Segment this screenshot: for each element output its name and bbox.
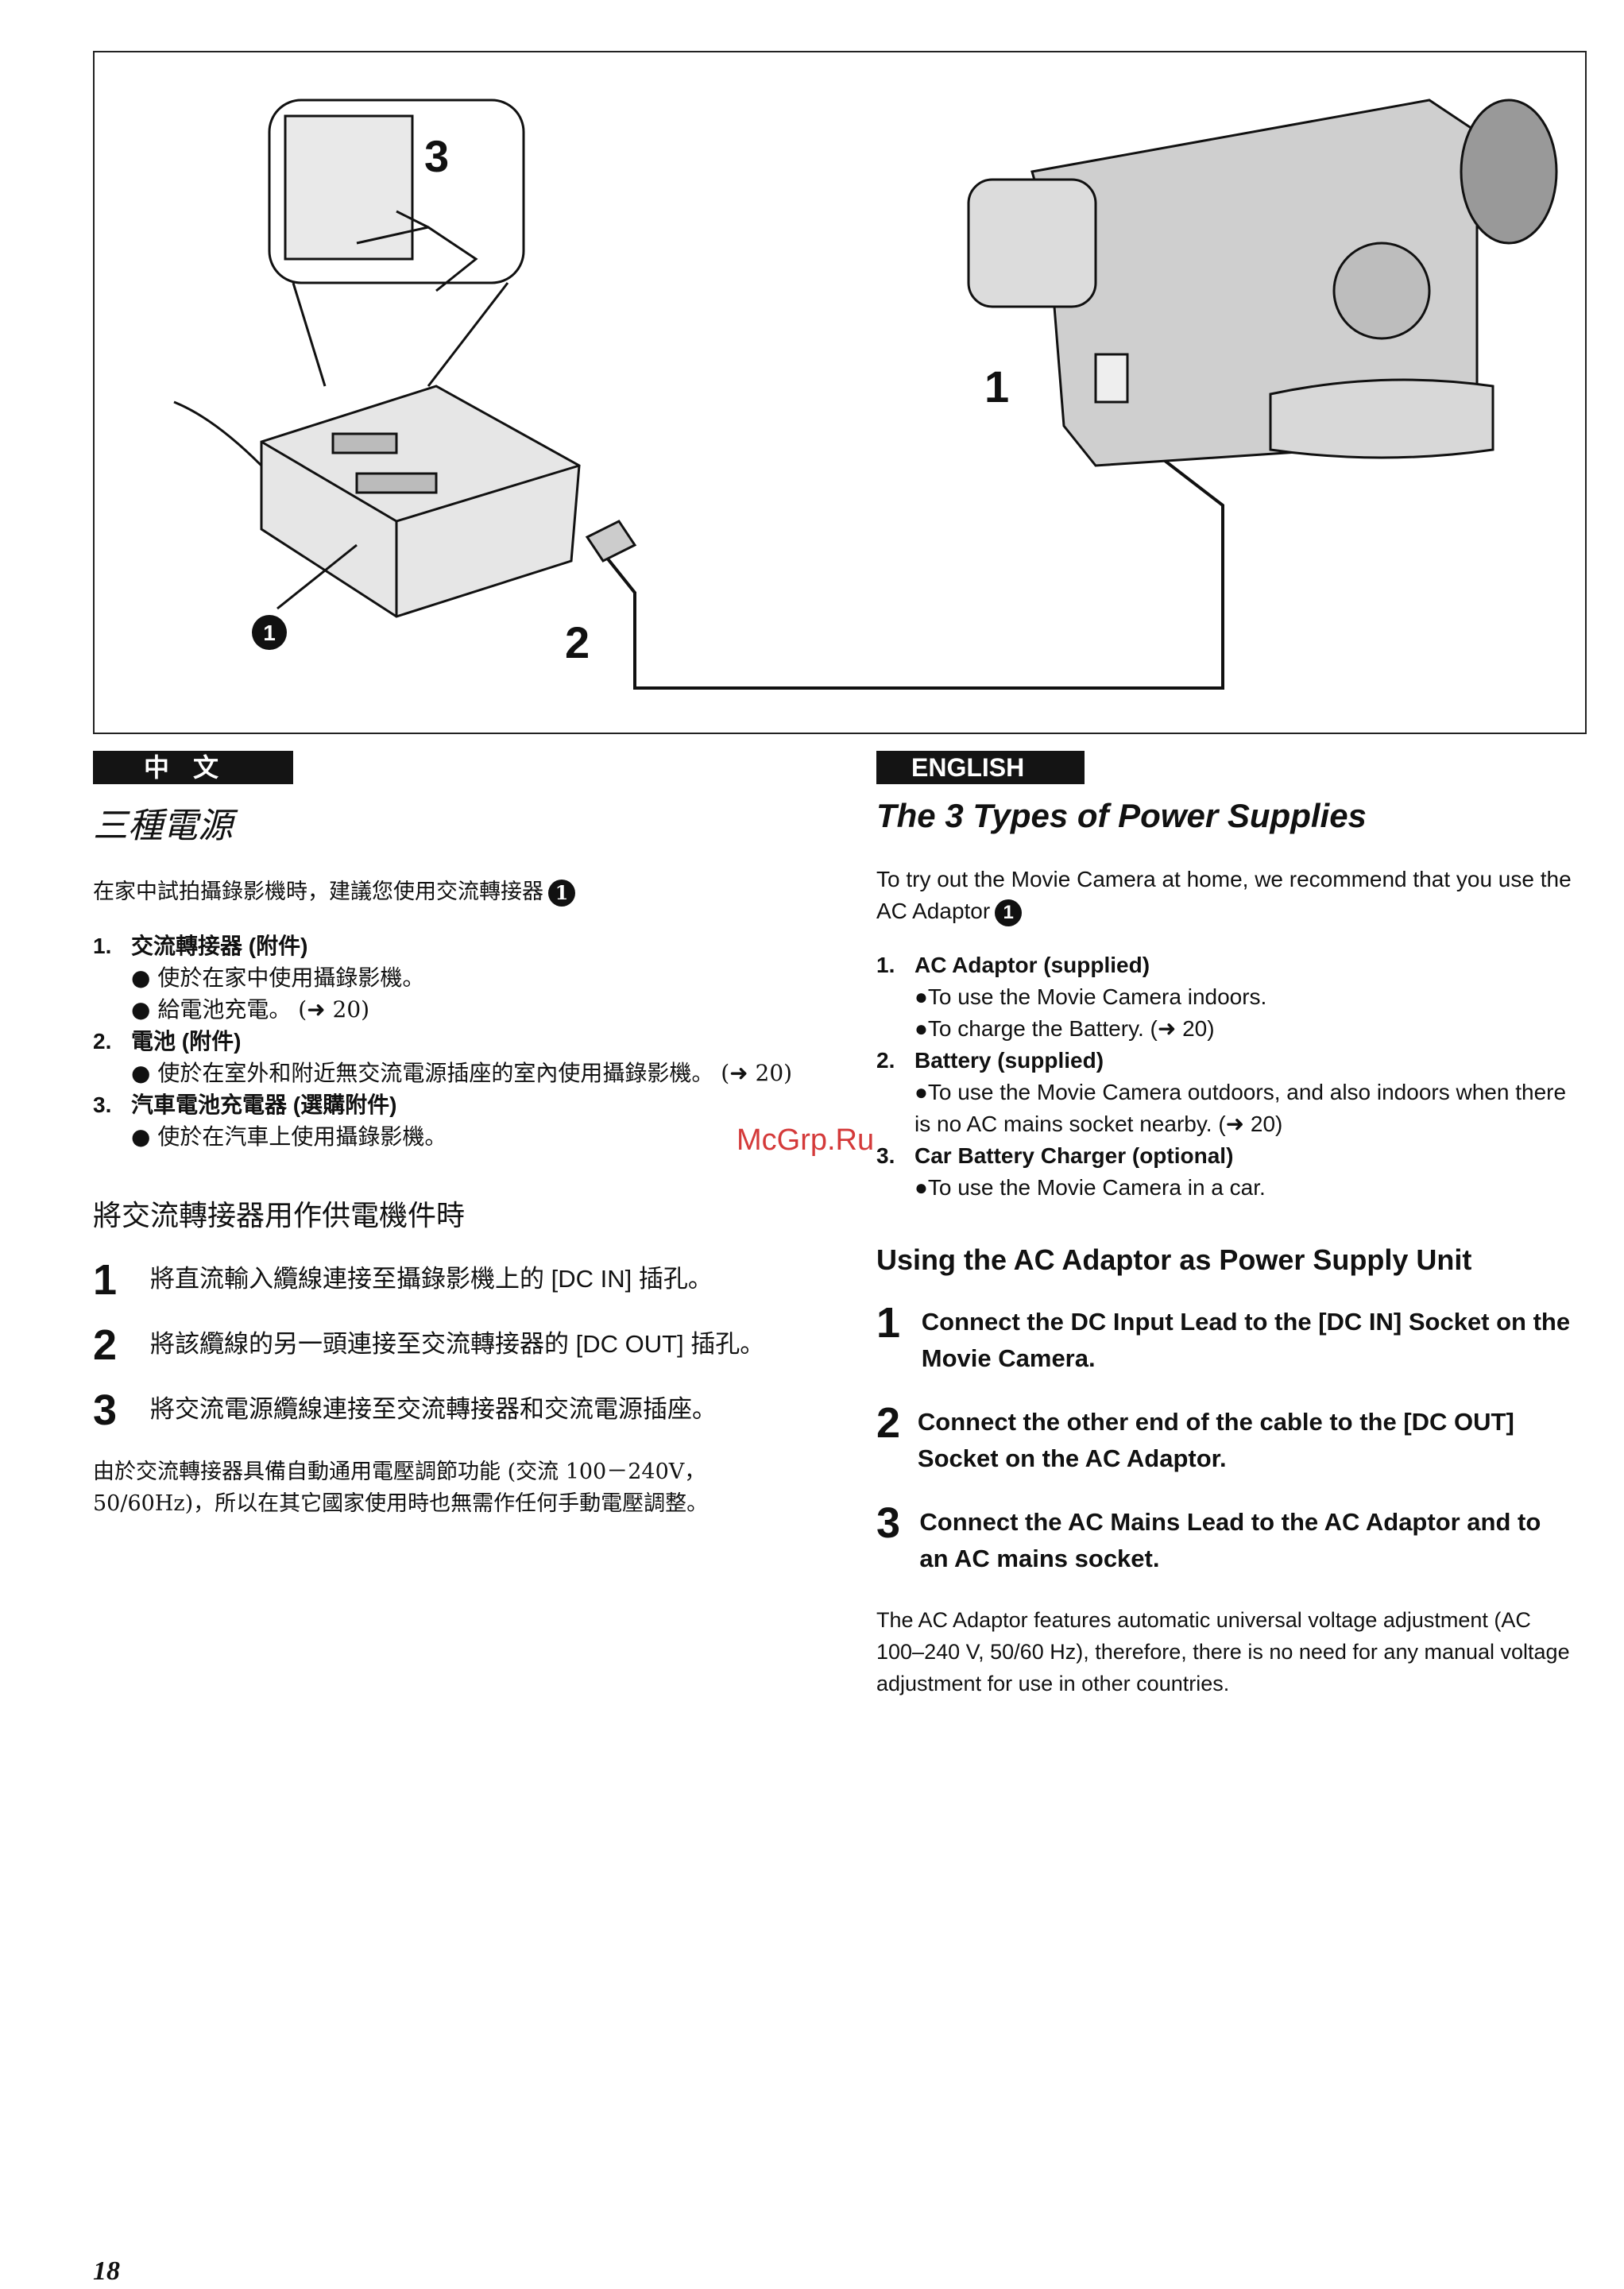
svg-text:1: 1 — [263, 621, 276, 645]
camera-adaptor-illustration: 3 1 2 1 — [173, 99, 1558, 690]
list-item: 2.Battery (supplied) ●To use the Movie C… — [876, 1048, 1567, 1136]
english-intro: To try out the Movie Camera at home, we … — [876, 864, 1576, 927]
movie-camera-drawing — [967, 99, 1558, 467]
adaptor-ref-marker: 1 — [995, 899, 1023, 926]
list-item: 1.交流轉接器 (附件) ● 使於在家中使用攝錄影機。 ● 給電池充電。 (➜ … — [93, 934, 425, 1023]
list-item: 3.Car Battery Charger (optional) ●To use… — [876, 1143, 1266, 1200]
chinese-subhead: 將交流轉接器用作供電機件時 — [93, 1199, 466, 1231]
inset-plug-closeup — [268, 99, 525, 387]
chinese-power-list: 1.交流轉接器 (附件) ● 使於在家中使用攝錄影機。 ● 給電池充電。 (➜ … — [93, 930, 808, 1153]
english-voltage-note: The AC Adaptor features automatic univer… — [876, 1608, 1570, 1695]
page-number: 18 — [93, 2256, 120, 2286]
callout-adaptor-marker: 1 — [252, 543, 358, 650]
language-tag-english: ENGLISH — [876, 751, 1085, 784]
english-power-list: 1.AC Adaptor (supplied) ●To use the Movi… — [876, 949, 1576, 1204]
list-item: 2.電池 (附件) ● 使於在室外和附近無交流電源插座的室內使用攝錄影機。 (➜… — [93, 1029, 793, 1086]
callout-3: 3 — [424, 131, 449, 181]
callout-2: 2 — [565, 617, 590, 667]
list-item: 3.汽車電池充電器 (選購附件) ● 使於在汽車上使用攝錄影機。 — [93, 1092, 447, 1150]
english-column: ENGLISH The 3 Types of Power Supplies To… — [876, 751, 1576, 1699]
chinese-title: 三種電源 — [93, 806, 233, 846]
english-title: The 3 Types of Power Supplies — [876, 797, 1367, 834]
ac-adaptor-drawing — [173, 385, 1224, 690]
illustration-frame: 3 1 2 1 — [93, 51, 1587, 734]
language-tag-chinese: 中文 — [93, 751, 293, 784]
callout-1: 1 — [984, 362, 1009, 412]
english-subhead: Using the AC Adaptor as Power Supply Uni… — [876, 1243, 1472, 1276]
watermark: McGrp.Ru — [737, 1123, 875, 1157]
chinese-voltage-note: 由於交流轉接器具備自動通用電壓調節功能 (交流 100－240V，50/60Hz… — [93, 1460, 709, 1516]
adaptor-ref-marker: 1 — [548, 879, 575, 907]
list-item: 1.AC Adaptor (supplied) ●To use the Movi… — [876, 953, 1267, 1041]
